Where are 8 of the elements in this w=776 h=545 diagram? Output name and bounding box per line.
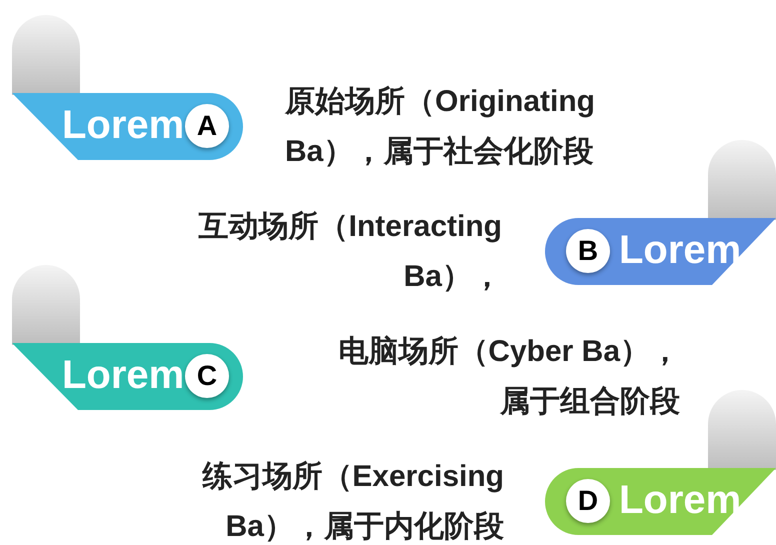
tab-label: Lorem [62,352,184,399]
tab-label: Lorem [619,477,742,524]
description-text: 互动场所（Interacting Ba）， [198,209,502,295]
description-text: 原始场所（Originating Ba），属于社会化阶段 [285,84,596,170]
tab-label: Lorem [62,102,184,149]
tab-label: Lorem [619,227,742,274]
description-text: 电脑场所（Cyber Ba），属于组合阶段 [337,334,680,420]
description-text: 练习场所（Exercising Ba），属于内化阶段 [201,459,504,545]
